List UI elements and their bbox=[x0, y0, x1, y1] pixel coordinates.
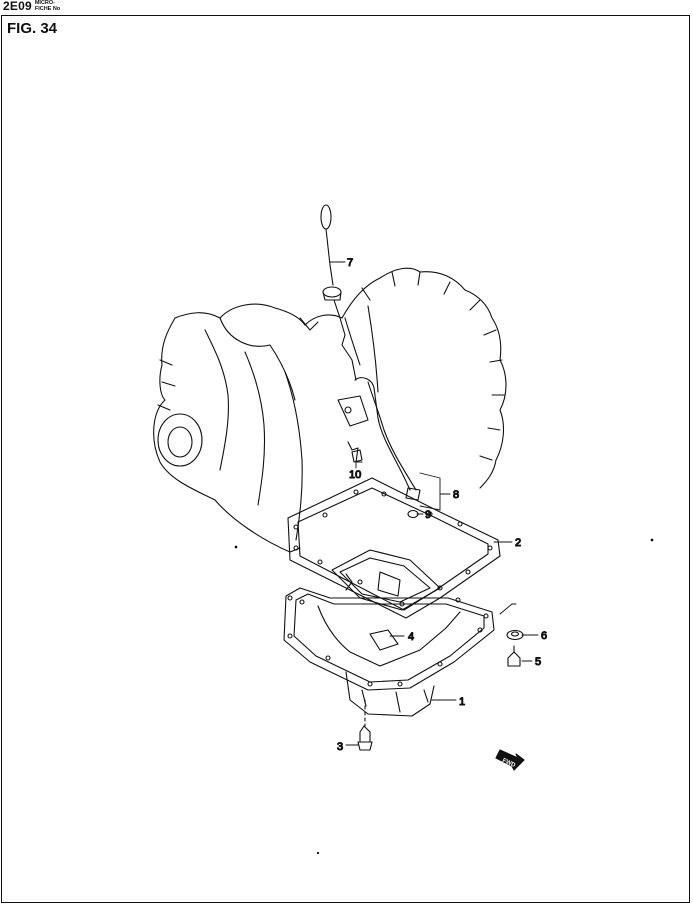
callout-9: 9 bbox=[425, 509, 431, 521]
callout-5: 5 bbox=[535, 656, 541, 668]
microfiche-label: MICRO- FICHE No bbox=[34, 0, 61, 12]
oil-pan bbox=[283, 587, 495, 717]
forward-arrow-icon: FWD bbox=[495, 749, 525, 771]
dipstick bbox=[320, 204, 357, 381]
page-code: 2E09 bbox=[3, 0, 32, 13]
fwd-label: FWD bbox=[501, 758, 517, 769]
o-ring bbox=[407, 509, 419, 519]
callout-1: 1 bbox=[459, 696, 465, 708]
callout-3: 3 bbox=[337, 741, 343, 753]
dipstick-tube bbox=[337, 377, 421, 501]
callout-2: 2 bbox=[515, 537, 521, 549]
callout-7: 7 bbox=[347, 257, 353, 269]
callout-8: 8 bbox=[453, 489, 459, 501]
leader-lines bbox=[329, 261, 539, 746]
callout-6: 6 bbox=[541, 630, 547, 642]
transmission-housing bbox=[153, 267, 507, 553]
oil-strainer bbox=[331, 549, 441, 651]
figure-frame bbox=[1, 15, 690, 903]
drain-plug bbox=[357, 699, 373, 751]
washer-and-bolt bbox=[506, 629, 524, 667]
callout-10: 10 bbox=[349, 469, 361, 481]
upper-gasket bbox=[287, 477, 501, 619]
page-header: 2E09 MICRO- FICHE No bbox=[3, 0, 60, 14]
figure-title: FIG. 34 bbox=[7, 20, 58, 37]
callout-4: 4 bbox=[408, 631, 414, 643]
